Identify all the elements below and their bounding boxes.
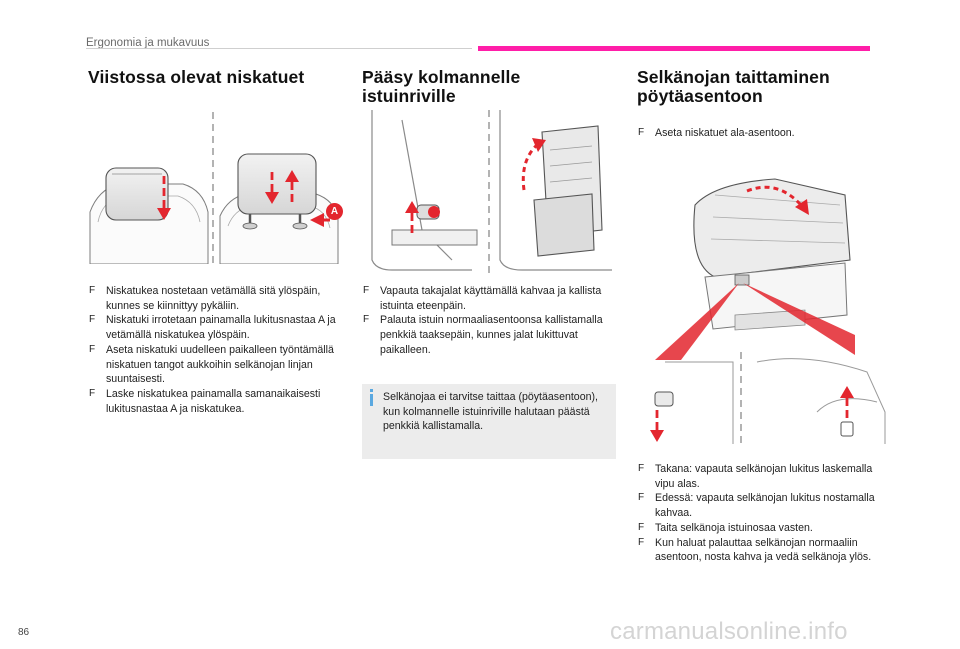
- bullet-marker: F: [89, 387, 96, 399]
- bullet-marker: F: [638, 536, 645, 548]
- bullet-marker: F: [89, 285, 96, 296]
- bullet-marker: F: [638, 521, 645, 533]
- folded-seat-illustration: [655, 165, 855, 360]
- bullet-marker: F: [89, 314, 96, 326]
- section-title: Pääsy kolmannelle istuinriville: [362, 67, 521, 106]
- bullet-marker: F: [638, 463, 645, 474]
- bullet-marker: F: [363, 314, 370, 326]
- watermark: carmanualsonline.info: [610, 618, 848, 645]
- lock-pin-label: A: [326, 203, 343, 220]
- header-rule: [86, 48, 472, 49]
- bullet-marker: F: [89, 343, 96, 355]
- info-icon-bar: [370, 394, 373, 406]
- section-title: Viistossa olevat niskatuet: [88, 67, 305, 87]
- folded-seat-drawing: [655, 178, 855, 360]
- info-text: Selkänojaa ei tarvitse taittaa (pöytäase…: [383, 391, 598, 433]
- info-note: Selkänojaa ei tarvitse taittaa (pöytäase…: [362, 384, 616, 459]
- section-headrests: Viistossa olevat niskatuet: [88, 68, 340, 87]
- info-icon: [370, 389, 373, 392]
- headrest-drawing: [89, 112, 339, 264]
- seat-tilt-illustration: [362, 110, 616, 275]
- seat-tilt-drawing: [371, 110, 612, 275]
- bullet-marker: F: [638, 127, 645, 138]
- release-levers-illustration: [637, 352, 887, 444]
- section-third-row-access: Pääsy kolmannelle istuinriville: [362, 68, 614, 106]
- bullet-marker: F: [363, 285, 370, 296]
- page-number: 86: [18, 627, 30, 638]
- section-title: Selkänojan taittaminen pöytäasentoon: [637, 67, 830, 106]
- section-table-position: Selkänojan taittaminen pöytäasentoon: [637, 68, 887, 106]
- bullet-marker: F: [638, 492, 645, 504]
- running-header: Ergonomia ja mukavuus: [86, 37, 210, 49]
- header-accent-bar: [478, 46, 870, 51]
- headrest-illustration: A: [88, 112, 343, 264]
- release-levers-drawing: [650, 352, 886, 444]
